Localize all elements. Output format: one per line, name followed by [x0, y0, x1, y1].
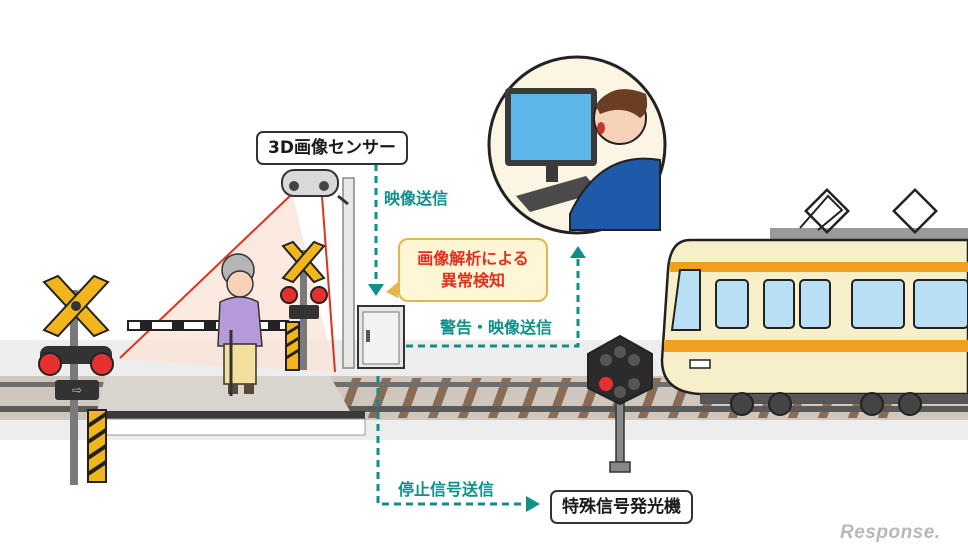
arrowhead-up [570, 246, 586, 258]
flow-arrows [374, 164, 580, 506]
train-stripe-upper [670, 262, 968, 272]
anomaly-detection-line1: 画像解析による [417, 249, 529, 268]
monitoring-operator [487, 55, 667, 235]
monitor-screen [511, 94, 591, 160]
watermark: Response. [840, 522, 941, 543]
video-send-label: 映像送信 [384, 189, 449, 208]
alert-video-send-label: 警告・映像送信 [440, 318, 553, 337]
train-window-1 [763, 279, 795, 329]
elderly-pedestrian [217, 253, 263, 396]
crossing-signal-left: ⇨ [38, 274, 114, 485]
control-cabinet [357, 305, 405, 369]
train-window-4 [913, 279, 968, 329]
crossbuck-left [42, 274, 110, 338]
train-stripe-lower [664, 340, 968, 352]
arrowhead-down [368, 284, 384, 296]
arrow-alert-send [406, 258, 580, 348]
train-front-window [670, 269, 701, 331]
special-signal-lit-lamp [599, 377, 613, 391]
sensor-beam-right [321, 195, 336, 373]
anomaly-detection-line2: 異常検知 [440, 271, 505, 290]
svg-text:⇨: ⇨ [72, 383, 82, 397]
sensor-pole [281, 169, 355, 369]
stop-signal-send-label: 停止信号送信 [398, 480, 495, 499]
crossbuck-far [281, 240, 326, 284]
rail-near [0, 406, 968, 412]
train-window-3 [851, 279, 905, 329]
sensor-lens-right [319, 181, 329, 191]
crossing-front [99, 418, 366, 436]
sensor-label: 3D画像センサー [256, 131, 408, 165]
arrowhead-right [526, 496, 540, 512]
arrow-stop-signal-send [376, 376, 526, 506]
bubble-tail [386, 282, 398, 298]
special-signal-label: 特殊信号発光機 [550, 490, 693, 524]
train-window-2 [799, 279, 831, 329]
anomaly-detection-bubble: 画像解析による 異常検知 [398, 238, 548, 302]
direction-indicator-left [55, 380, 99, 400]
sensor-lens-left [289, 181, 299, 191]
warning-light-left-b [90, 352, 114, 376]
train-door-window [715, 279, 749, 329]
crossing-edge [95, 411, 365, 419]
crossing-signal-far [280, 240, 328, 371]
rail-far [0, 382, 968, 387]
flow-arrowheads [368, 246, 586, 512]
crossing-barrier [127, 320, 289, 331]
warning-light-left-a [38, 352, 62, 376]
train [660, 188, 968, 416]
crossing-deck [95, 376, 355, 420]
special-signal-light [587, 334, 653, 473]
